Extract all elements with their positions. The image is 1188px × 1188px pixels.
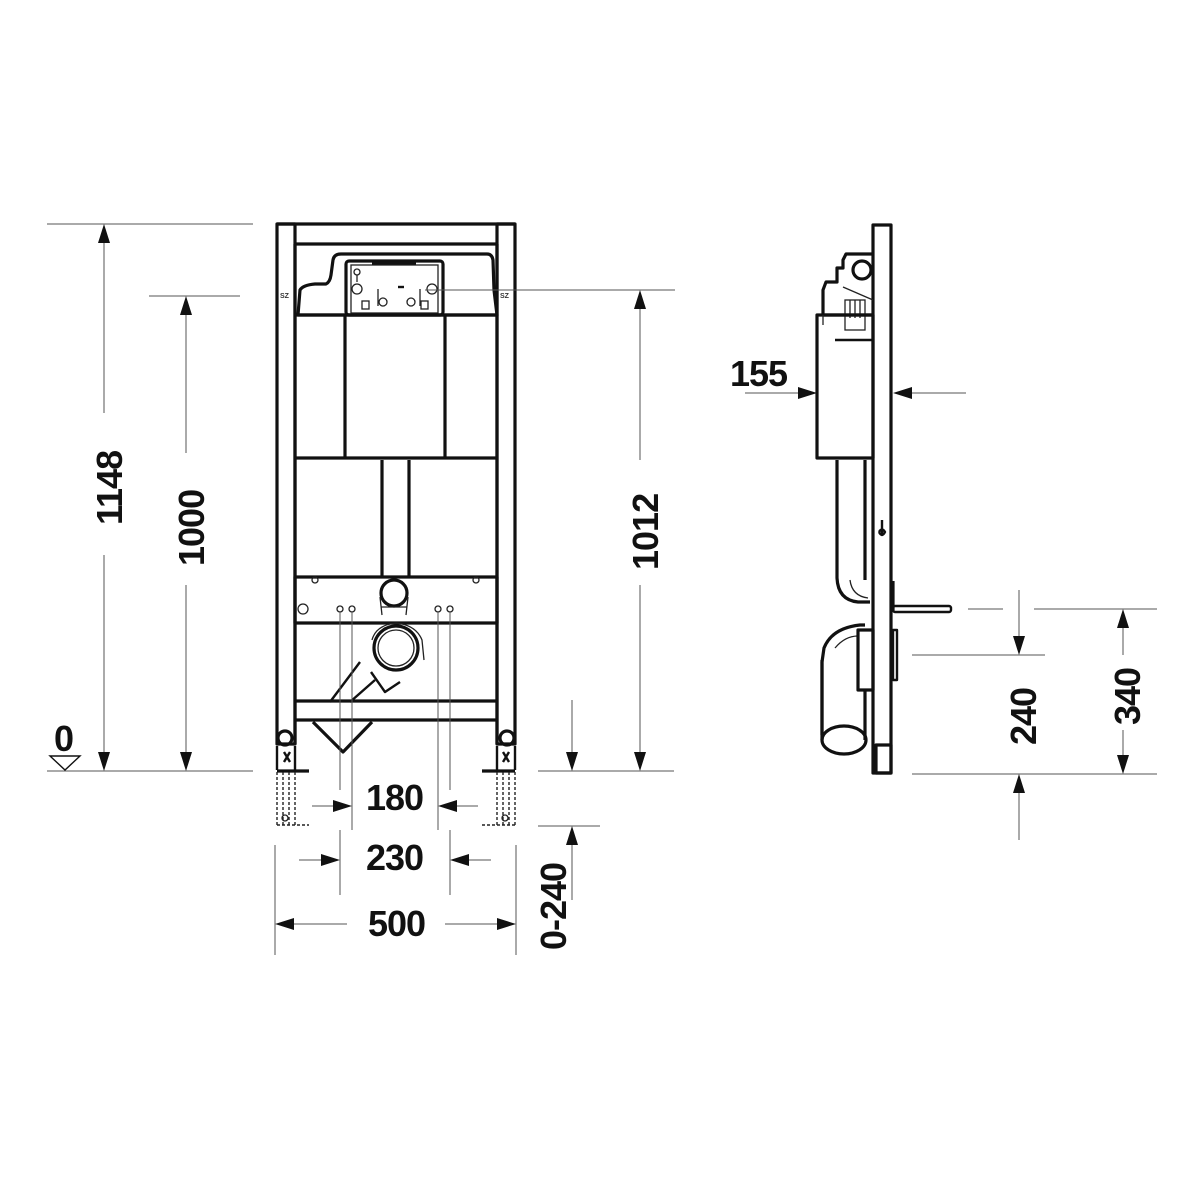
dim-cistern-axis-height: 1012 <box>625 494 666 570</box>
side-valve-housing <box>821 252 873 317</box>
dim-bolt-height: 340 <box>1107 668 1148 725</box>
dim-fixing-bolt-spacing: 230 <box>366 837 423 878</box>
mounting-plate <box>293 575 499 625</box>
side-mounting-bolt <box>891 604 953 614</box>
side-downpipe <box>835 460 870 604</box>
front-view: SZ SZ <box>275 222 517 830</box>
sz-mark-left: SZ <box>280 293 290 300</box>
datum-label: 0 <box>54 718 73 759</box>
dim-foot-extension: 0-240 <box>533 863 574 950</box>
dim-cistern-depth: 155 <box>730 353 788 394</box>
dim-total-height: 1148 <box>89 451 130 525</box>
dim-frame-width: 500 <box>368 903 425 944</box>
datum-triangle-icon <box>48 755 82 771</box>
front-dimensions: 0 1148 1000 1012 0-240 18 <box>47 223 675 955</box>
right-upright <box>495 222 517 746</box>
left-upright <box>275 222 297 746</box>
side-cistern-body <box>815 313 875 460</box>
cistern-housing <box>296 252 499 317</box>
drain-bend <box>311 720 374 754</box>
side-waste-bend <box>820 623 865 735</box>
keyhole-icon <box>877 520 887 537</box>
waste-pipe-connector <box>372 624 420 672</box>
dim-water-inlet-spacing: 180 <box>366 777 423 818</box>
dim-flush-plate-height: 1000 <box>171 490 212 566</box>
side-dimensions: 155 240 340 <box>730 353 1157 840</box>
side-view <box>815 223 953 775</box>
sz-mark-right: SZ <box>500 293 510 300</box>
side-frame-upright <box>871 223 893 775</box>
dim-drain-axis-height: 240 <box>1003 688 1044 745</box>
